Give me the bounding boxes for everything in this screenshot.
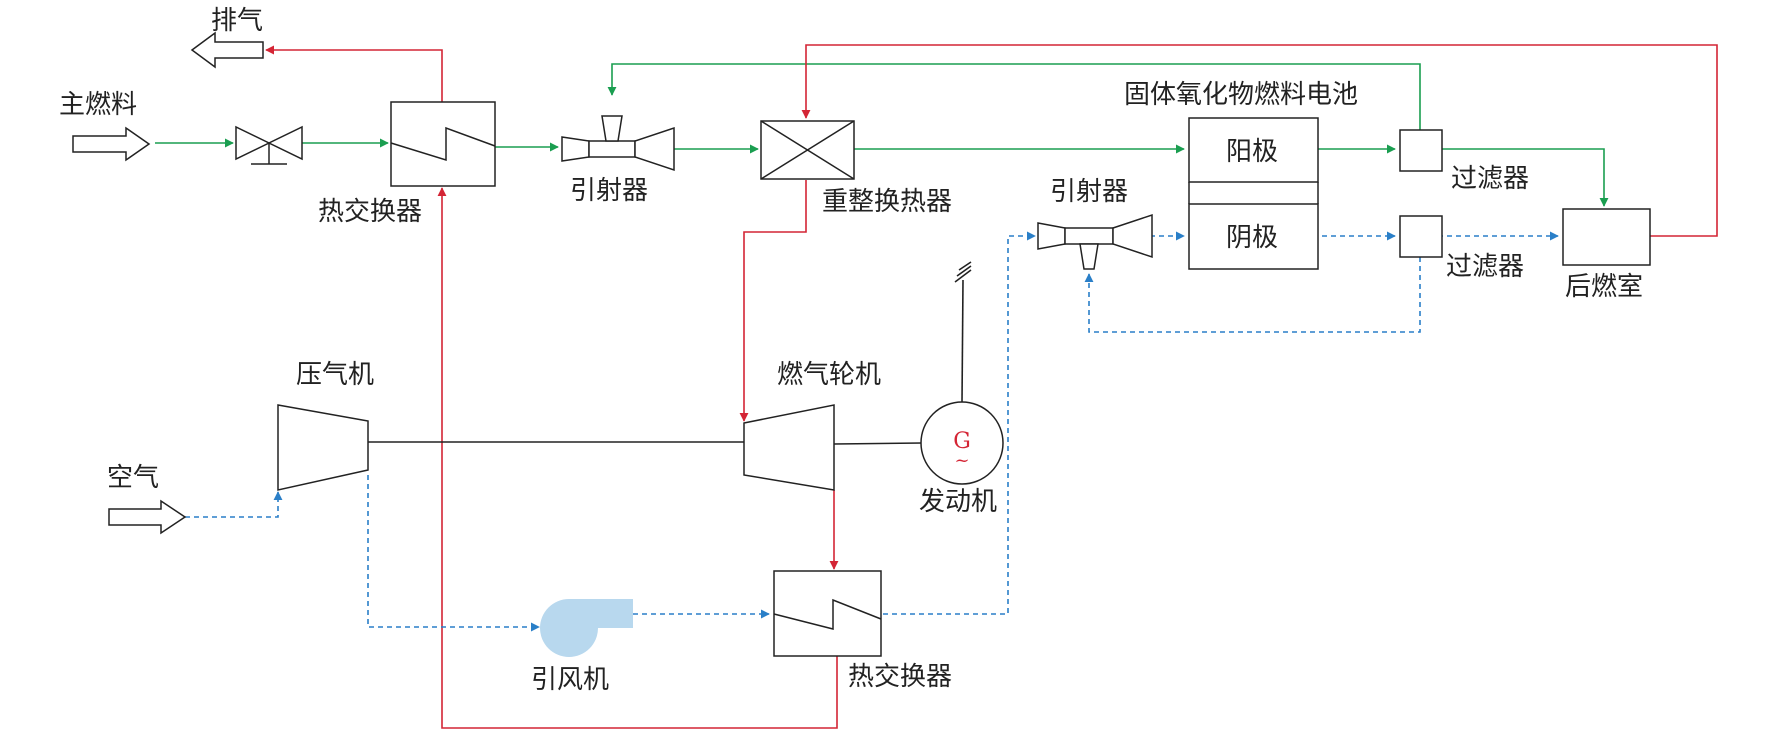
cathode-label: 阴极	[1226, 223, 1278, 253]
heat-exchanger-top	[390, 101, 496, 187]
generator-symbol: G	[953, 429, 971, 454]
generator-tilde: ~	[954, 450, 969, 471]
anode-label: 阳极	[1226, 137, 1278, 167]
ejector-top	[561, 115, 675, 172]
compressor-label: 压气机	[296, 360, 374, 390]
air-lines	[185, 231, 1559, 632]
hx-to-ejector-mid	[883, 231, 1036, 615]
hx-top-label: 热交换器	[318, 197, 422, 227]
gas-turbine-icon	[743, 404, 835, 491]
fuel-valve-icon	[235, 125, 303, 165]
exhaust-label: 排气	[211, 6, 263, 36]
afterburner-label: 后燃室	[1565, 272, 1643, 302]
reformer-hx-label: 重整换热器	[822, 187, 952, 217]
fuel-lines	[155, 63, 1609, 207]
filter-top-label: 过滤器	[1451, 164, 1529, 194]
turbine-generator-shaft	[833, 442, 923, 445]
compressor-to-fan	[367, 475, 540, 632]
anode-block	[1188, 117, 1319, 183]
heat-exchanger-bottom	[773, 570, 882, 657]
compressor-icon	[277, 404, 369, 491]
generator-label: 发动机	[919, 487, 997, 517]
fan-label: 引风机	[531, 665, 609, 695]
hot-gas-lines	[265, 44, 1718, 729]
hx-to-exhaust	[265, 45, 443, 102]
generator: G ~	[920, 401, 1004, 485]
anode-recycle	[607, 63, 1421, 131]
air-arrow-icon	[108, 499, 187, 535]
exhaust-arrow-icon	[190, 31, 264, 69]
air-label: 空气	[107, 463, 159, 493]
filter-bottom-block	[1399, 215, 1443, 258]
main-fuel-label: 主燃料	[59, 90, 137, 120]
gas-turbine-label: 燃气轮机	[777, 360, 881, 390]
cathode-recycle	[1084, 257, 1421, 333]
fuel-cell-stack	[1188, 117, 1319, 270]
afterburner-block	[1562, 208, 1651, 266]
generator-ground-line	[961, 279, 964, 403]
filter-bottom-label: 过滤器	[1446, 252, 1524, 282]
ejector-top-label: 引射器	[570, 176, 648, 206]
ground-tick-3	[958, 261, 972, 271]
main-fuel-arrow-icon	[72, 126, 151, 162]
hx-to-top-hx	[437, 187, 838, 729]
reformer-heat-exchanger	[760, 120, 855, 180]
induced-draft-fan-icon	[540, 599, 633, 657]
air-to-compressor	[185, 491, 283, 518]
sofc-label: 固体氧化物燃料电池	[1124, 80, 1358, 110]
ground-tick-2	[956, 265, 972, 277]
shaft-lines	[368, 261, 972, 445]
ejector-mid	[1037, 213, 1153, 270]
reformer-to-turbine	[739, 180, 807, 422]
afterburner-to-reformer	[801, 44, 1718, 237]
hx-bottom-label: 热交换器	[848, 662, 952, 692]
filter-top-block	[1399, 129, 1443, 172]
ejector-mid-label: 引射器	[1050, 177, 1128, 207]
filter-to-afterburner	[1438, 148, 1609, 207]
ground-tick-1	[954, 269, 972, 283]
cathode-block	[1188, 203, 1319, 270]
